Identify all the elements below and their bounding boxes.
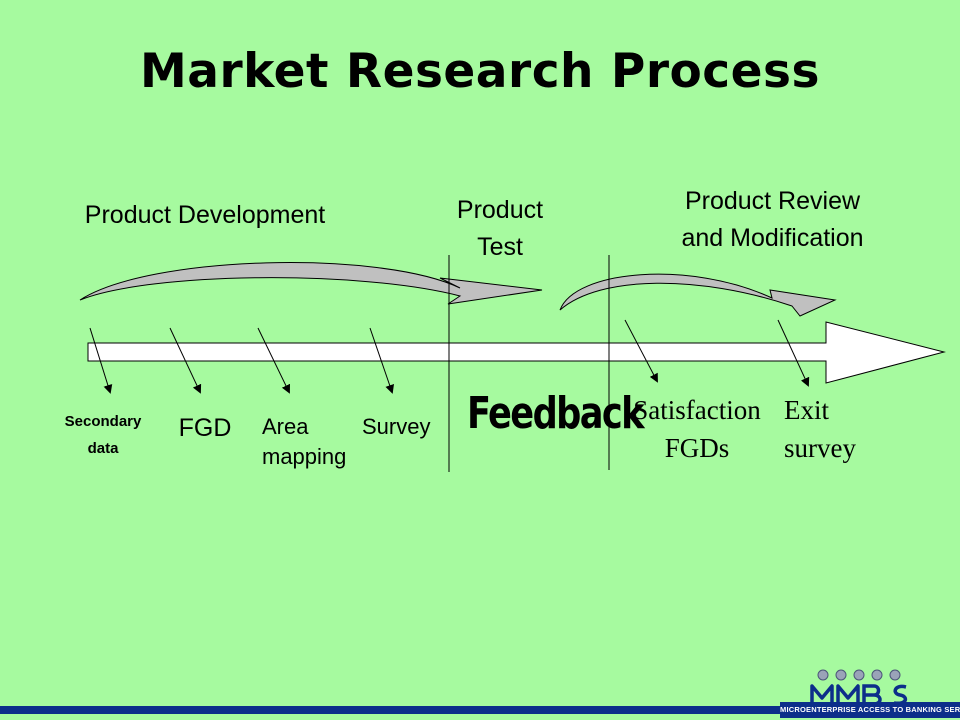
pointer-exit-survey xyxy=(777,319,810,387)
pointer-fgd xyxy=(169,327,202,394)
feedback-label: Feedback xyxy=(467,388,645,439)
page-title: Market Research Process xyxy=(140,44,820,99)
step-area-line2: mapping xyxy=(262,444,347,469)
phase-product-review: Product Review and Modification xyxy=(640,183,905,257)
step-area-line1: Area xyxy=(262,414,309,439)
step-secondary-line1: Secondary xyxy=(64,413,142,430)
phase-test-line2: Test xyxy=(477,233,523,261)
phase-review-line1: Product Review xyxy=(684,187,861,215)
curved-arrow-development xyxy=(79,262,543,305)
step-secondary-line2: data xyxy=(87,440,119,457)
step-exit-survey: Exit survey xyxy=(784,391,874,467)
phase-product-test: Product Test xyxy=(420,192,580,266)
step-secondary-data: Secondary data xyxy=(40,408,166,462)
pointer-satisfaction xyxy=(624,319,658,383)
step-satisfaction-fgds: Satisfaction FGDs xyxy=(618,391,776,467)
curved-arrow-review xyxy=(559,273,837,317)
step-exit-line2: survey xyxy=(784,433,856,463)
step-satisfaction-line1: Satisfaction xyxy=(633,395,761,425)
phase-test-line1: Product xyxy=(456,196,544,224)
step-exit-line1: Exit xyxy=(784,395,829,425)
step-area-mapping: Area mapping xyxy=(262,412,372,472)
timeline-arrow xyxy=(87,321,946,384)
pointer-survey xyxy=(369,327,394,394)
pointer-area-mapping xyxy=(257,327,290,394)
step-fgd: FGD xyxy=(178,414,232,442)
footer-tagline: MICROENTERPRISE ACCESS TO BANKING SERVIC… xyxy=(780,702,960,718)
step-satisfaction-line2: FGDs xyxy=(664,433,730,463)
phase-product-development: Product Development xyxy=(84,201,326,229)
footer-bar xyxy=(0,706,780,714)
phase-review-line2: and Modification xyxy=(681,224,864,252)
step-survey: Survey xyxy=(362,414,431,439)
pointer-secondary-data xyxy=(89,327,113,394)
